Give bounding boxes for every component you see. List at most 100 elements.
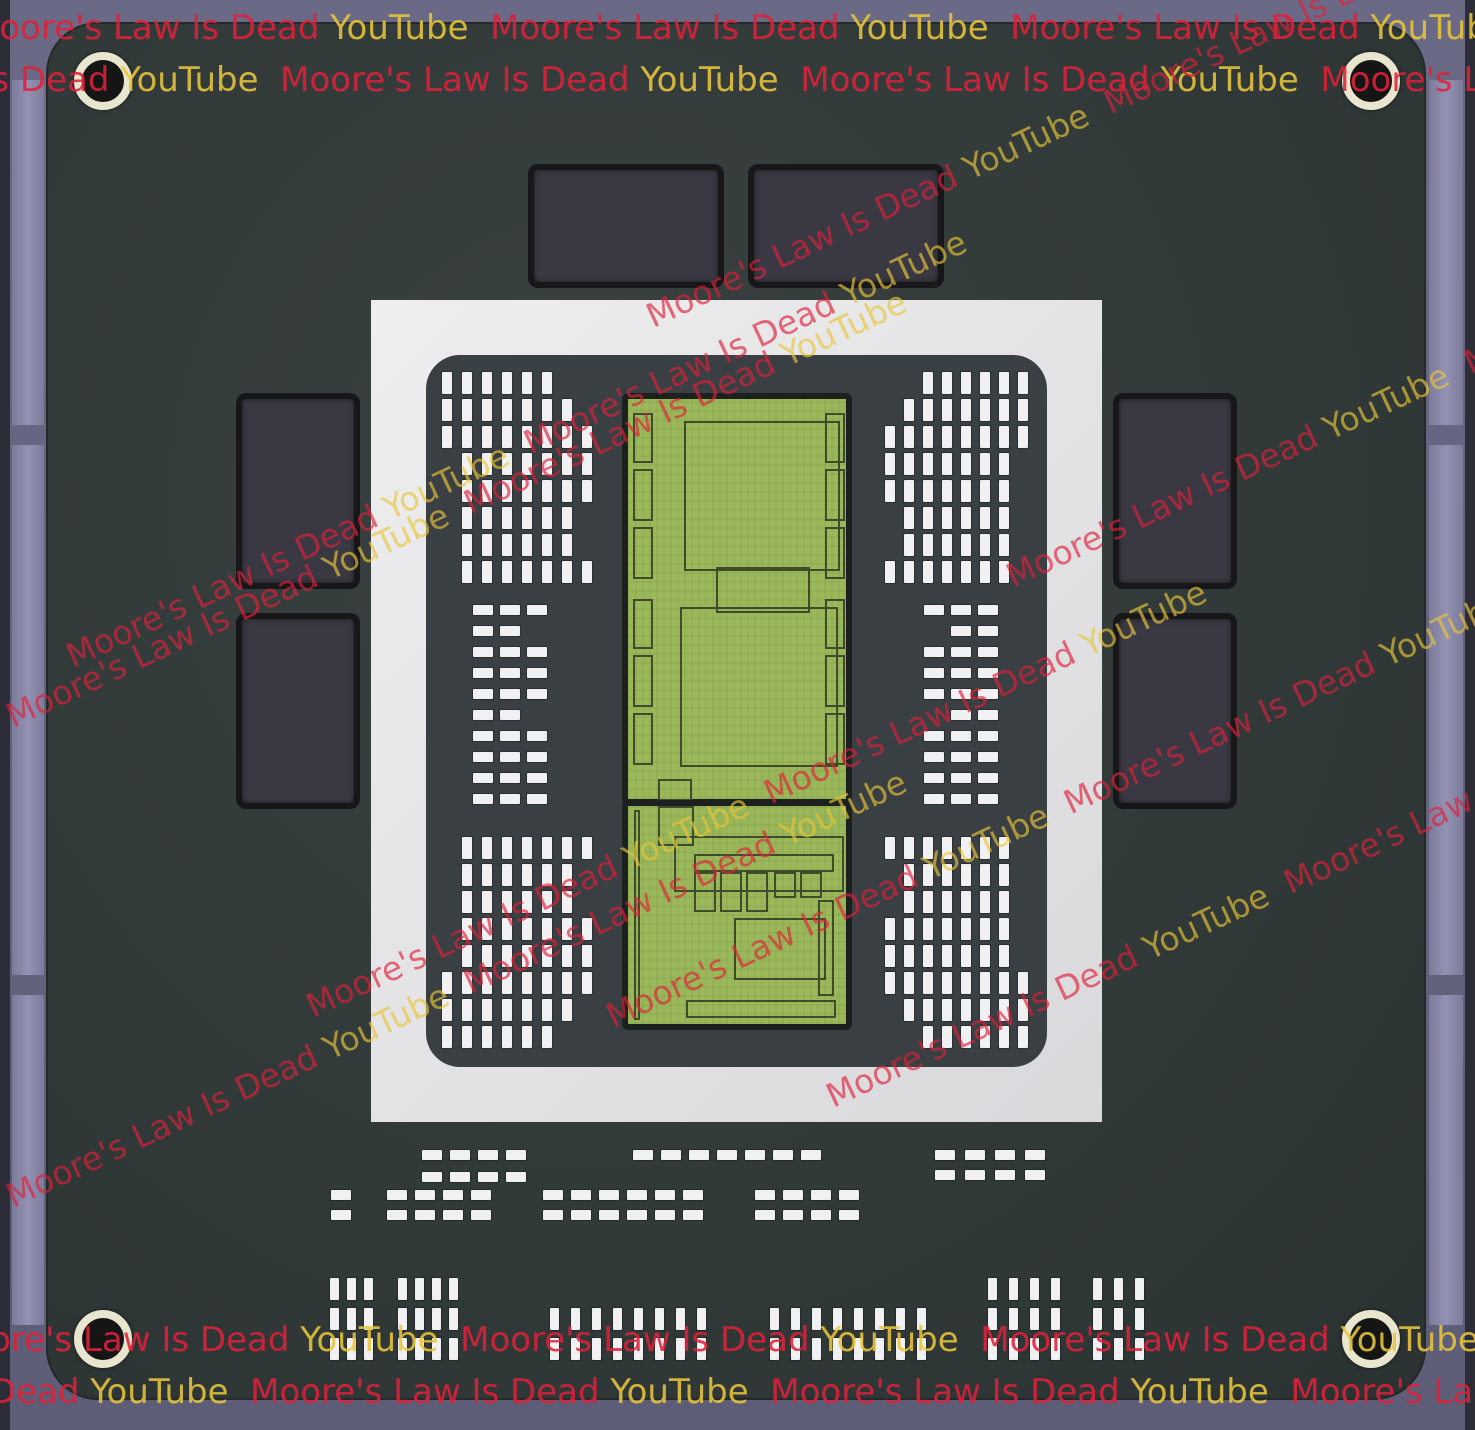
capacitor (924, 689, 944, 699)
capacitor (415, 1210, 435, 1220)
capacitor (904, 945, 914, 967)
capacitor (923, 972, 933, 994)
capacitor (942, 372, 952, 394)
capacitor (482, 534, 492, 556)
capacitor (522, 972, 532, 994)
capacitor (562, 480, 572, 502)
die-block (825, 527, 845, 579)
capacitor (961, 534, 971, 556)
top-pad-right (748, 164, 944, 288)
capacitor (542, 453, 552, 475)
capacitor (942, 399, 952, 421)
capacitor (500, 647, 520, 657)
capacitor (961, 945, 971, 967)
capacitor (527, 668, 547, 678)
capacitor (502, 534, 512, 556)
capacitor (571, 1210, 591, 1220)
capacitor (689, 1150, 709, 1160)
left-pad-top (236, 393, 360, 589)
die-block (633, 599, 653, 649)
capacitor (942, 561, 952, 583)
die-block (720, 872, 742, 912)
capacitor (462, 480, 472, 502)
left-rail (12, 995, 44, 1325)
capacitor (999, 918, 1009, 940)
capacitor (917, 1338, 926, 1360)
right-rail (1429, 995, 1463, 1325)
capacitor (942, 480, 952, 502)
capacitor (980, 453, 990, 475)
capacitor (904, 480, 914, 502)
capacitor (387, 1210, 407, 1220)
capacitor (582, 480, 592, 502)
capacitor (527, 605, 547, 615)
capacitor (942, 945, 952, 967)
capacitor (980, 999, 990, 1021)
capacitor (550, 1338, 559, 1360)
capacitor (450, 1172, 470, 1182)
capacitor (1009, 1278, 1018, 1300)
capacitor (542, 891, 552, 913)
capacitor (988, 1308, 997, 1330)
die-block (746, 872, 768, 912)
capacitor (980, 426, 990, 448)
capacitor (885, 972, 895, 994)
capacitor (542, 918, 552, 940)
capacitor (443, 1210, 463, 1220)
capacitor (527, 773, 547, 783)
core-complex (684, 421, 840, 571)
compute-die (622, 393, 852, 805)
capacitor (951, 731, 971, 741)
left-rail (12, 80, 44, 425)
capacitor-grid-bottom-row-2c (755, 1190, 859, 1220)
capacitor (347, 1338, 356, 1360)
capacitor (961, 372, 971, 394)
top-pad-left (528, 164, 724, 288)
capacitor (542, 507, 552, 529)
capacitor (961, 426, 971, 448)
capacitor (462, 972, 472, 994)
die-block (818, 900, 834, 996)
capacitor (951, 668, 971, 678)
capacitor (980, 837, 990, 859)
capacitor (951, 647, 971, 657)
capacitor (500, 668, 520, 678)
capacitor-grid-bottom-cols-c (770, 1308, 926, 1360)
capacitor (482, 918, 492, 940)
capacitor-grid-bottom-row-1a (422, 1150, 526, 1182)
capacitor (1009, 1308, 1018, 1330)
capacitor (364, 1278, 373, 1300)
capacitor (961, 453, 971, 475)
capacitor (542, 561, 552, 583)
capacitor (1025, 1150, 1045, 1160)
capacitor (527, 794, 547, 804)
capacitor (942, 891, 952, 913)
capacitor (904, 891, 914, 913)
capacitor (613, 1338, 622, 1360)
capacitor (951, 752, 971, 762)
capacitor (592, 1308, 601, 1330)
capacitor (550, 1308, 559, 1330)
capacitor (896, 1338, 905, 1360)
capacitor (923, 945, 933, 967)
capacitor (885, 945, 895, 967)
capacitor (522, 480, 532, 502)
capacitor (542, 399, 552, 421)
capacitor (482, 972, 492, 994)
capacitor (582, 426, 592, 448)
capacitor (961, 918, 971, 940)
capacitor (811, 1210, 831, 1220)
capacitor (543, 1190, 563, 1200)
capacitor (980, 864, 990, 886)
capacitor (924, 773, 944, 783)
die-block (694, 872, 716, 912)
capacitor (330, 1338, 339, 1360)
capacitor (422, 1172, 442, 1182)
capacitor (582, 945, 592, 967)
capacitor (839, 1210, 859, 1220)
capacitor (473, 605, 493, 615)
capacitor (543, 1210, 563, 1220)
capacitor (833, 1338, 842, 1360)
capacitor (500, 731, 520, 741)
capacitor (923, 399, 933, 421)
